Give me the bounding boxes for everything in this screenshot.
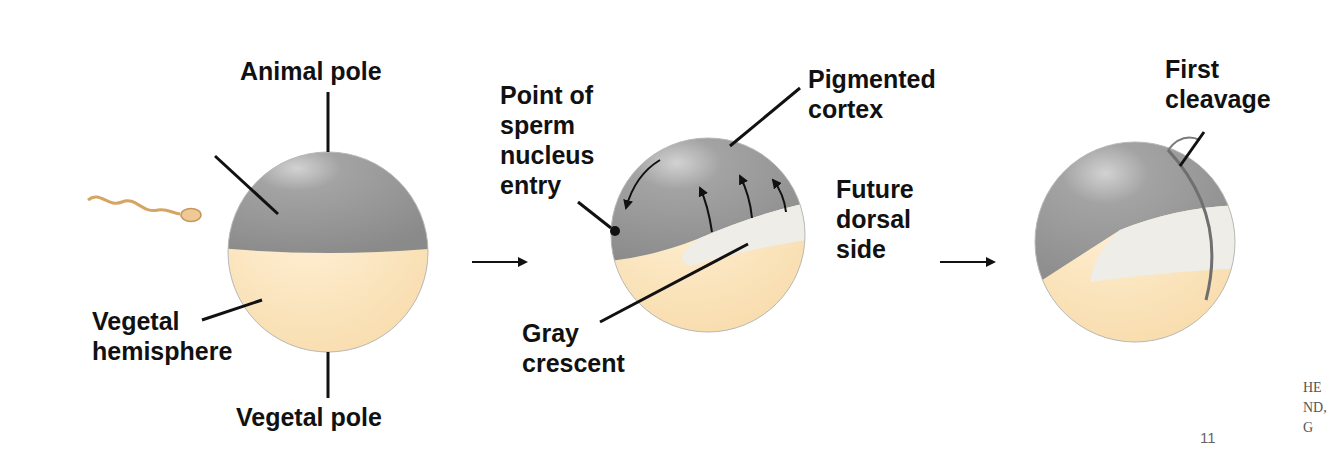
cortex-arrows (626, 160, 786, 232)
sperm (88, 197, 201, 222)
egg-1 (220, 140, 440, 370)
part-label: Point of sperm nucleus entry (500, 80, 622, 200)
part-label: Vegetal pole (236, 402, 426, 432)
sperm-entry-point (610, 226, 620, 236)
step-arrow (472, 261, 526, 263)
step-arrow (940, 261, 994, 263)
egg-2 (600, 130, 820, 340)
part-label: Vegetal hemisphere (92, 306, 257, 366)
part-label: First cleavage (1165, 54, 1310, 114)
egg-3 (1030, 135, 1245, 350)
part-label: Future dorsal side (836, 174, 941, 264)
watermark: HE ND, G (1303, 378, 1334, 438)
leader-line (1180, 132, 1204, 166)
part-label: Pigmented cortex (808, 64, 978, 124)
cleavage-furrow (1168, 150, 1212, 300)
part-label: Animal pole (240, 56, 430, 86)
part-label: Gray crescent (522, 318, 657, 378)
leader-lines (578, 88, 800, 322)
page-number: 11 (1200, 429, 1240, 447)
